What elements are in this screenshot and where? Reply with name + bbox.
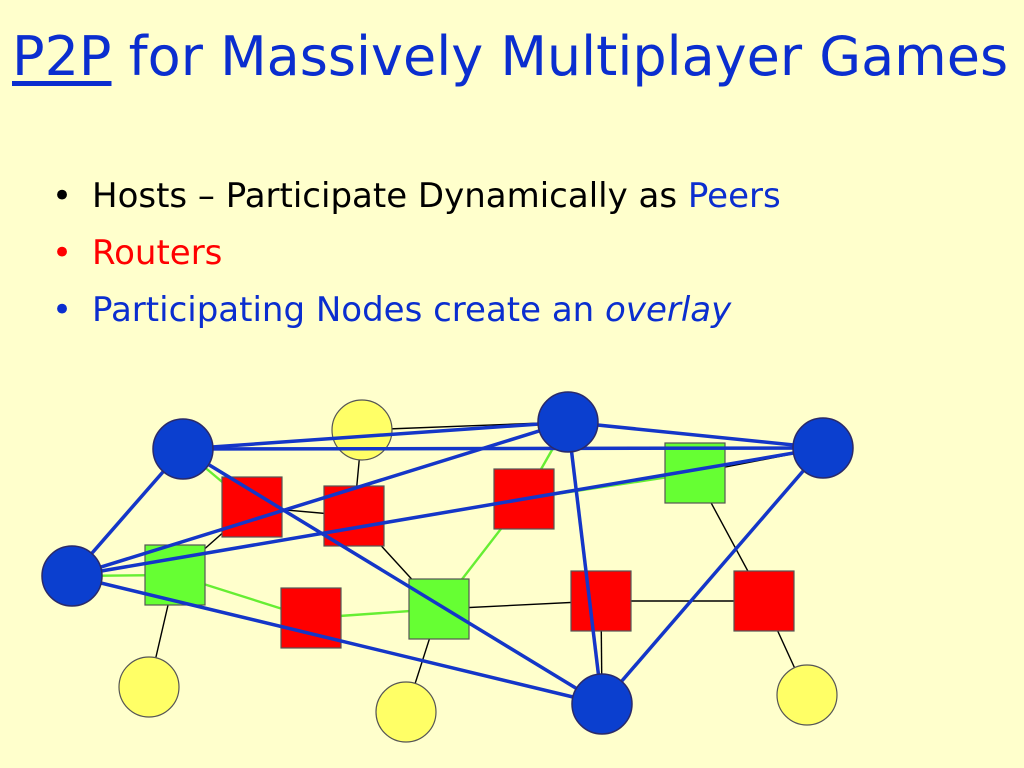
peer-node bbox=[792, 417, 854, 479]
bullet-marker: • bbox=[52, 290, 73, 330]
host-node bbox=[375, 681, 437, 743]
bullet-routers-text: Routers bbox=[92, 233, 223, 273]
peer-node bbox=[41, 545, 103, 607]
bullet-marker: • bbox=[52, 233, 73, 273]
peer-link bbox=[71, 420, 569, 578]
peer-link bbox=[567, 420, 824, 450]
host-node bbox=[118, 656, 180, 718]
peer-link bbox=[600, 446, 825, 706]
bullet-list: • Hosts – Participate Dynamically as Peer… bbox=[52, 168, 781, 339]
overlay-router-node bbox=[408, 578, 470, 640]
bullet-marker: • bbox=[52, 176, 73, 216]
bullet-overlay: • Participating Nodes create an overlay bbox=[52, 282, 781, 339]
title-rest: for Massively Multiplayer Games bbox=[111, 25, 1009, 88]
peer-node bbox=[152, 418, 214, 480]
slide-title: P2P for Massively Multiplayer Games bbox=[12, 22, 1008, 92]
bullet-hosts-peers: Peers bbox=[687, 176, 781, 216]
peer-link bbox=[566, 421, 604, 705]
host-node bbox=[331, 399, 393, 461]
bullet-overlay-text: Participating Nodes create an bbox=[92, 290, 606, 330]
peer-link bbox=[182, 446, 824, 451]
peer-node bbox=[537, 391, 599, 453]
bullet-routers: • Routers bbox=[52, 225, 781, 282]
router-node bbox=[570, 570, 632, 632]
peer-link bbox=[182, 447, 603, 706]
title-link-word[interactable]: P2P bbox=[12, 25, 112, 88]
bullet-overlay-word: overlay bbox=[605, 290, 732, 330]
peer-link bbox=[71, 574, 603, 706]
peer-link bbox=[182, 420, 569, 451]
peer-node bbox=[571, 673, 633, 735]
bullet-hosts-text: Hosts – Participate Dynamically as bbox=[92, 176, 688, 216]
bullet-hosts: • Hosts – Participate Dynamically as Peer… bbox=[52, 168, 781, 225]
peer-link bbox=[71, 446, 824, 578]
router-node bbox=[733, 570, 795, 632]
host-node bbox=[776, 664, 838, 726]
